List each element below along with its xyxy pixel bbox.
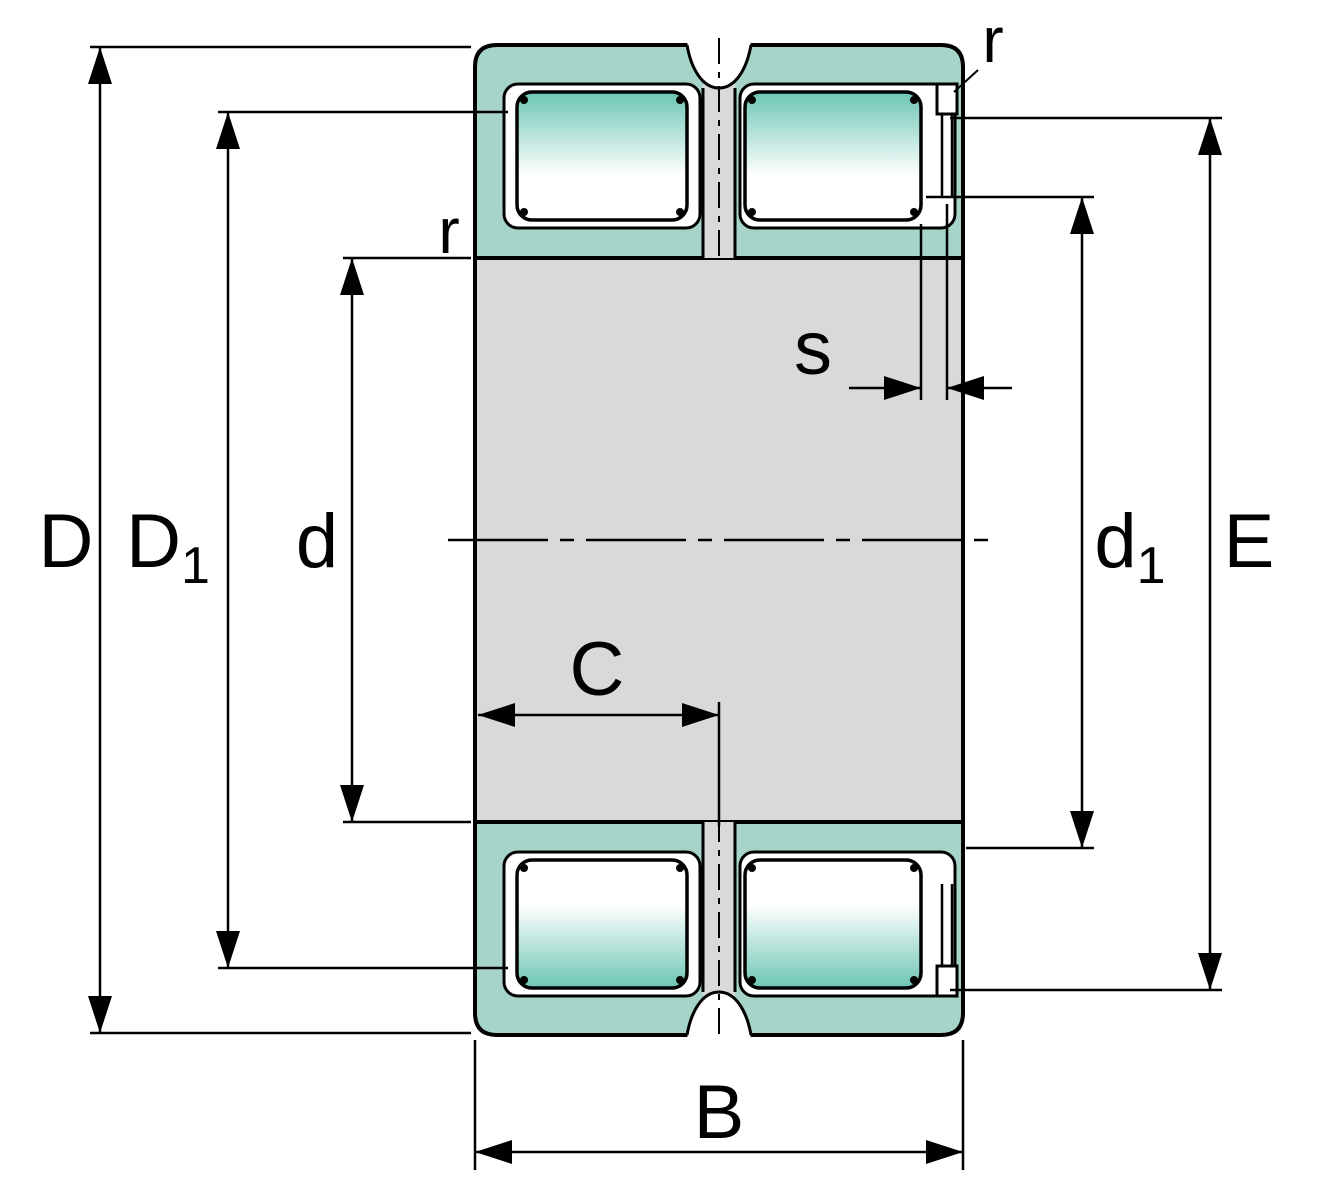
- snap-ring-bottom: [935, 884, 959, 998]
- dimension-C: C: [478, 627, 721, 826]
- dim-label-D: D: [39, 499, 94, 584]
- dimension-s: s: [794, 204, 1012, 400]
- dim-label-d1-subscript: 1: [1137, 537, 1166, 595]
- dim-label-C: C: [570, 627, 625, 712]
- roller-top-left: [515, 90, 689, 222]
- snap-ring-top: [935, 82, 959, 196]
- dimension-d1: d1: [926, 195, 1166, 850]
- roller-bottom-right: [743, 858, 923, 990]
- dim-label-d: d: [296, 499, 338, 584]
- dim-label-D1-subscript: 1: [181, 537, 210, 595]
- dimension-B: B: [473, 1040, 965, 1170]
- dimension-r-top-right: r: [953, 4, 1004, 93]
- roller-top-right: [743, 90, 923, 222]
- roller-bottom-left: [515, 858, 689, 990]
- dim-label-B: B: [694, 1070, 745, 1155]
- dim-label-d1: d1: [1094, 499, 1165, 595]
- dimension-d: d: [296, 256, 471, 824]
- dim-label-r-left: r: [438, 195, 459, 267]
- dim-label-E: E: [1224, 499, 1275, 584]
- dimension-D: D: [39, 45, 471, 1035]
- dim-label-d1-main: d: [1094, 499, 1136, 584]
- dim-label-D1: D1: [126, 499, 210, 595]
- dimension-E: E: [950, 116, 1275, 992]
- dim-label-r-top-right: r: [982, 4, 1003, 76]
- dimension-D1: D1: [126, 110, 508, 970]
- dim-label-s: s: [794, 306, 832, 391]
- bearing-body: [448, 38, 990, 1042]
- roller-corner-fillets: [520, 96, 918, 984]
- dimension-r-left: r: [438, 195, 459, 267]
- dim-label-D1-main: D: [126, 499, 181, 584]
- dimensions: D D1 d d1 E: [39, 4, 1275, 1170]
